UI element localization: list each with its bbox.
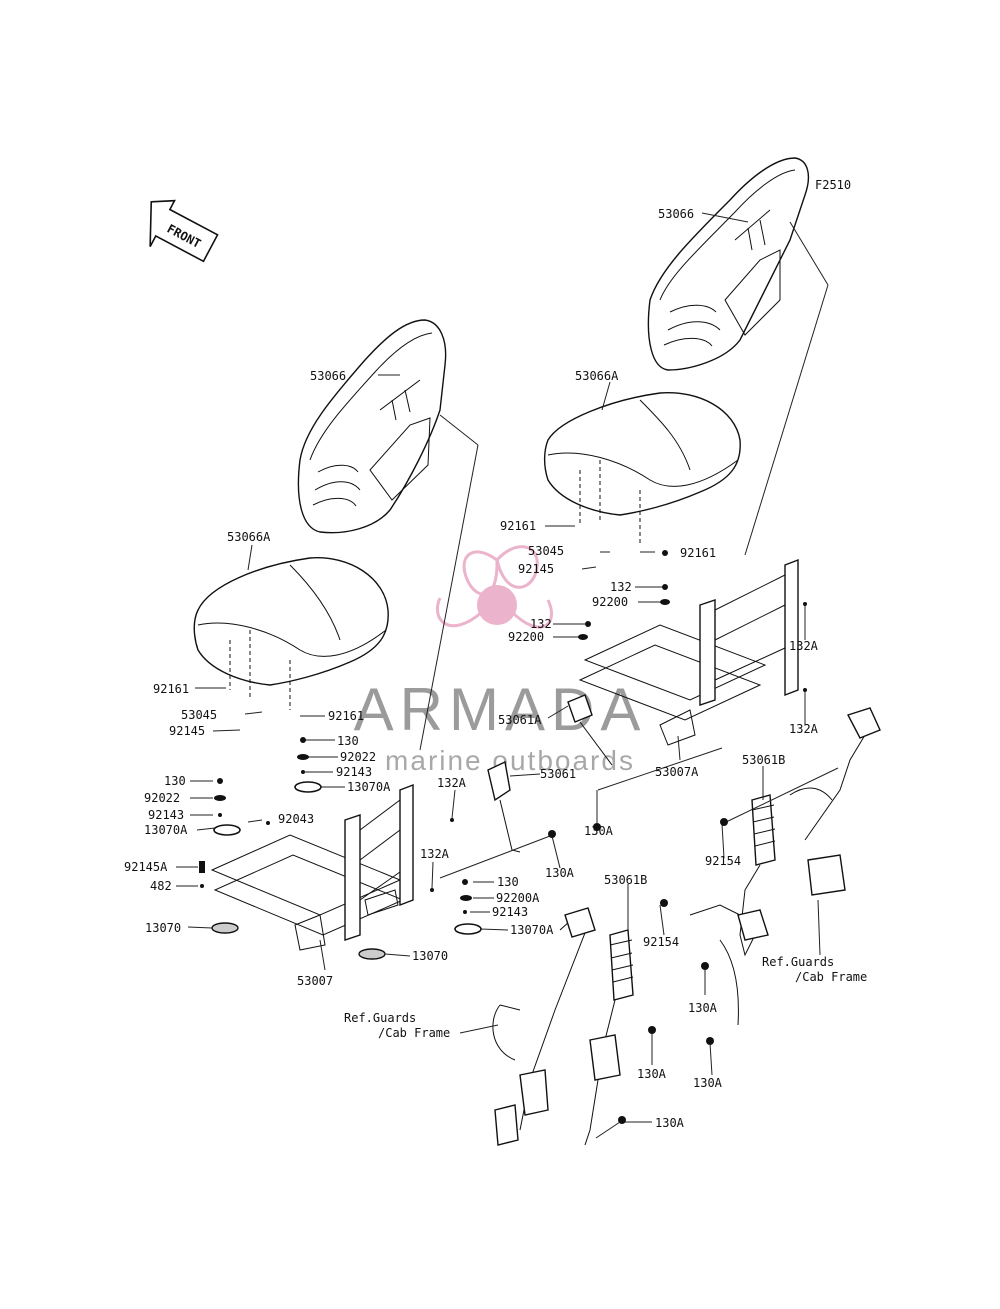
label-13070-b: 13070 xyxy=(412,949,448,963)
label-130a-c: 130A xyxy=(688,1001,718,1015)
label-92161-a: 92161 xyxy=(500,519,536,533)
label-130-c: 130 xyxy=(497,875,519,889)
label-482: 482 xyxy=(150,879,172,893)
label-130-a: 130 xyxy=(337,734,359,748)
label-132a-a: 132A xyxy=(789,639,819,653)
seat-back-right xyxy=(647,157,810,371)
label-132a-c: 132A xyxy=(437,776,467,790)
label-92200-a: 92200 xyxy=(592,595,628,609)
seat-belt-buckle-right xyxy=(567,694,613,766)
label-53066a-right: 53066A xyxy=(575,369,619,383)
label-53061a: 53061A xyxy=(498,713,542,727)
label-92200-b: 92200 xyxy=(508,630,544,644)
label-130-b: 130 xyxy=(164,774,186,788)
label-92145-b: 92145 xyxy=(169,724,205,738)
ref-note-left-line2: /Cab Frame xyxy=(378,1026,450,1040)
seat-cushion-right xyxy=(543,392,741,545)
label-92154-a: 92154 xyxy=(705,854,741,868)
seat-back-left xyxy=(297,319,447,534)
label-132-b: 132 xyxy=(530,617,552,631)
grommets xyxy=(211,781,482,960)
ref-note-right: Ref.Guards /Cab Frame xyxy=(762,955,867,984)
diagram-code: F2510 xyxy=(815,178,851,192)
part-labels: 53066 53066 53066A 53066A 92161 53045 92… xyxy=(124,207,819,1130)
seat-belt-assembly-left xyxy=(492,907,634,1146)
label-130a-e: 130A xyxy=(693,1076,723,1090)
propeller-logo-icon xyxy=(435,545,554,629)
label-130a-f: 130A xyxy=(655,1116,685,1130)
ref-note-left: Ref.Guards /Cab Frame xyxy=(344,1011,450,1040)
label-13070a-b: 13070A xyxy=(144,823,188,837)
label-13070a-a: 13070A xyxy=(347,780,391,794)
label-13070a-c: 13070A xyxy=(510,923,554,937)
label-92154-b: 92154 xyxy=(643,935,679,949)
seat-belt-assembly-right xyxy=(689,707,881,1026)
label-53045-b: 53045 xyxy=(181,708,217,722)
label-92200a: 92200A xyxy=(496,891,540,905)
label-53066-left: 53066 xyxy=(310,369,346,383)
seat-frame-right xyxy=(578,558,799,746)
label-92143-a: 92143 xyxy=(336,765,372,779)
label-53007a: 53007A xyxy=(655,765,699,779)
label-130a-d: 130A xyxy=(637,1067,667,1081)
label-92022-b: 92022 xyxy=(144,791,180,805)
label-92161-b: 92161 xyxy=(680,546,716,560)
label-53061b-b: 53061B xyxy=(604,873,647,887)
label-92143-b: 92143 xyxy=(148,808,184,822)
label-53061b-a: 53061B xyxy=(742,753,785,767)
label-92145-a: 92145 xyxy=(518,562,554,576)
leader-lines xyxy=(176,212,839,1139)
watermark: ARMADA marine outboards xyxy=(354,545,647,776)
label-92145a: 92145A xyxy=(124,860,168,874)
label-53066a-left: 53066A xyxy=(227,530,271,544)
watermark-brand: ARMADA xyxy=(354,676,647,743)
label-53007: 53007 xyxy=(297,974,333,988)
label-130a-b: 130A xyxy=(545,866,575,880)
ref-note-right-line1: Ref.Guards xyxy=(762,955,834,969)
label-132-a: 132 xyxy=(610,580,632,594)
ref-note-right-line2: /Cab Frame xyxy=(795,970,867,984)
label-92161-d: 92161 xyxy=(328,709,364,723)
ref-note-left-line1: Ref.Guards xyxy=(344,1011,416,1025)
label-53045-a: 53045 xyxy=(528,544,564,558)
fasteners xyxy=(199,550,807,1124)
label-53061: 53061 xyxy=(540,767,576,781)
label-92143-c: 92143 xyxy=(492,905,528,919)
seat-cushion-left xyxy=(193,557,389,710)
label-92161-c: 92161 xyxy=(153,682,189,696)
label-132a-d: 132A xyxy=(420,847,450,861)
seat-frame-left xyxy=(210,783,414,951)
front-arrow-icon: FRONT xyxy=(149,199,219,263)
label-132a-b: 132A xyxy=(789,722,819,736)
label-53066-right: 53066 xyxy=(658,207,694,221)
label-13070-a: 13070 xyxy=(145,921,181,935)
watermark-tagline: marine outboards xyxy=(385,745,635,776)
label-92043: 92043 xyxy=(278,812,314,826)
label-130a-a: 130A xyxy=(584,824,614,838)
label-92022-a: 92022 xyxy=(340,750,376,764)
